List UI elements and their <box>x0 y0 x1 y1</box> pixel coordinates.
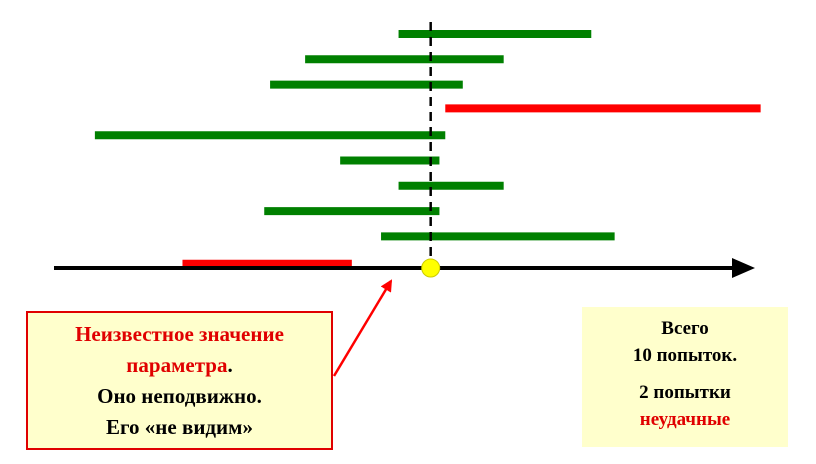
attempt-intervals <box>94 30 761 268</box>
callout-line-3: Оно неподвижно. <box>97 384 262 408</box>
callout-period: . <box>227 353 233 377</box>
axis-arrowhead <box>732 258 755 278</box>
summary-box: Всего 10 попыток. 2 попытки неудачные <box>582 307 788 447</box>
unknown-parameter-callout: Неизвестное значение параметра. Оно непо… <box>26 311 333 450</box>
summary-line-2: 10 попыток. <box>632 345 738 366</box>
callout-parameter-word: параметра <box>126 353 228 377</box>
callout-line-2: параметра. <box>28 350 331 381</box>
summary-line-1: Всего <box>661 318 709 339</box>
summary-line-4: неудачные <box>639 409 731 430</box>
callout-pointer-arrow <box>332 279 393 377</box>
summary-line-3: 2 попытки <box>639 382 731 403</box>
callout-line-4: Его «не видим» <box>106 415 253 439</box>
true-value-marker <box>421 258 441 278</box>
callout-line-1: Неизвестное значение <box>75 322 284 346</box>
